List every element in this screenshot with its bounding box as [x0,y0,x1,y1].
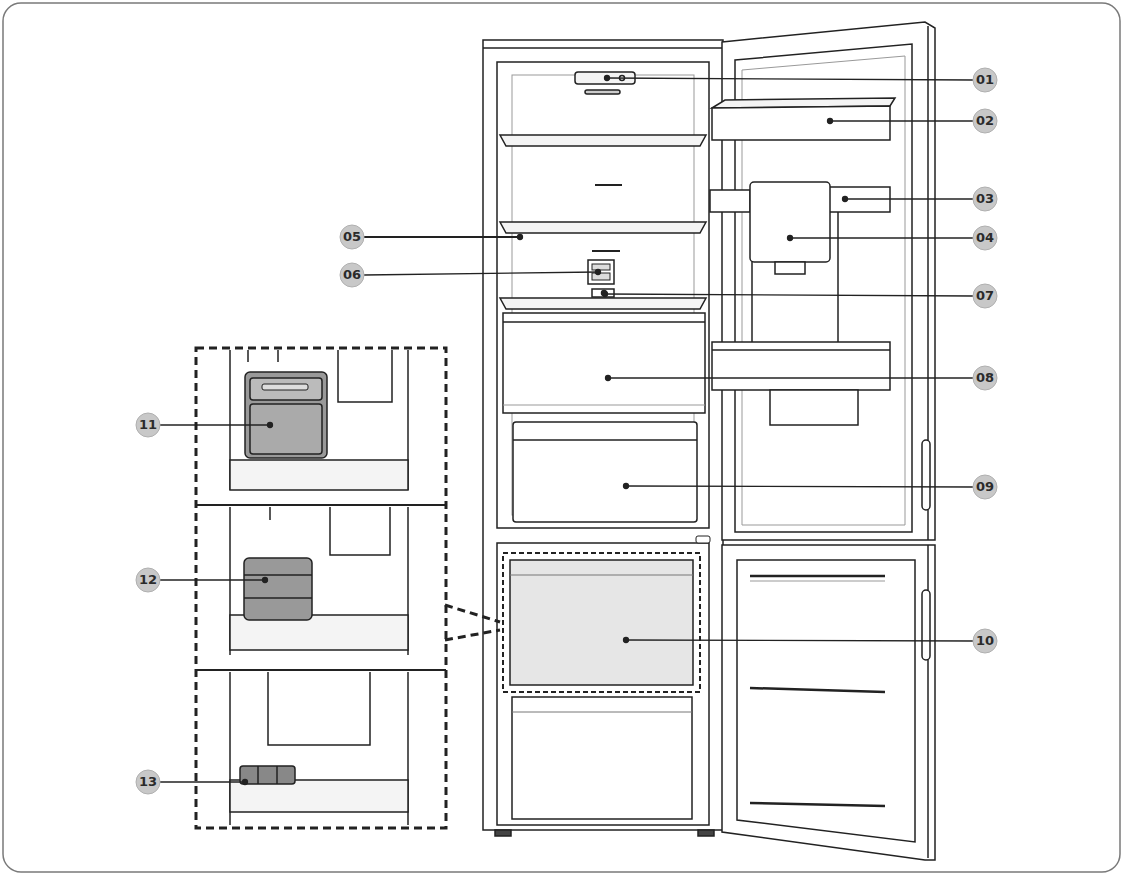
callout-number: 11 [134,413,162,437]
callout-number: 09 [971,475,999,499]
accessory-panels [196,348,500,828]
callout-number: 08 [971,366,999,390]
callout-number: 13 [134,770,162,794]
callout-number: 04 [971,226,999,250]
callout-number: 07 [971,284,999,308]
cabinet [483,40,723,836]
callout-number: 10 [971,629,999,653]
callout-number: 02 [971,109,999,133]
leader-lines [160,76,973,785]
callout-number: 01 [971,68,999,92]
callout-number: 12 [134,568,162,592]
callout-number: 03 [971,187,999,211]
callout-number: 06 [338,263,366,287]
doors [710,22,935,860]
callout-badges [136,68,997,794]
callout-number: 05 [338,225,366,249]
frame [3,3,1120,872]
